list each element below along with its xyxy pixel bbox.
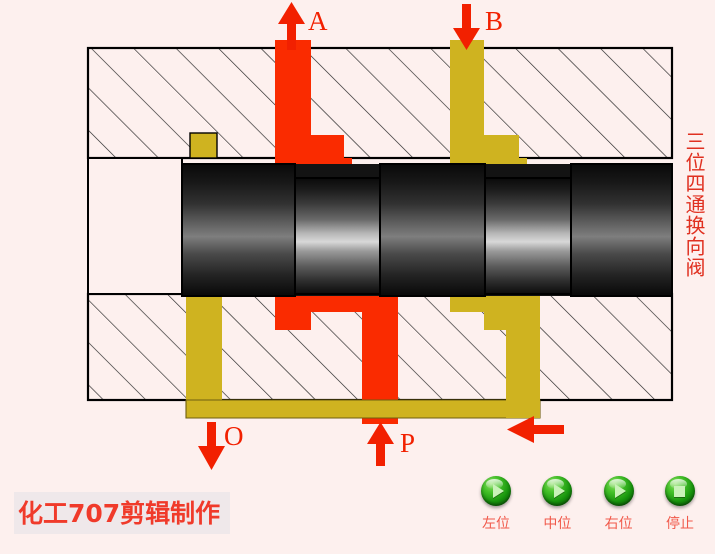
left-bore-chamber [87,157,183,295]
playback-controls: 左位 中位 右位 停止 [470,476,706,548]
button-stop[interactable]: 停止 [654,476,706,533]
play-icon [615,484,627,498]
port-b-arrow [453,4,480,50]
play-icon [553,484,565,498]
pressure-fluid-channels [275,40,398,424]
stop-label: 停止 [665,516,694,532]
port-label-p: P [400,428,416,458]
play-icon [492,484,504,498]
valve-title-vertical: 三位四通换向阀 [682,131,706,278]
port-a-arrow [278,2,305,50]
port-label-b: B [485,6,504,36]
button-right-position[interactable]: 右位 [593,476,645,533]
stop-icon [674,485,686,497]
port-p-arrow [367,422,394,466]
watermark-text: 化工707剪辑制作 [14,492,231,534]
return-line-arrow [507,416,564,443]
port-label-a: A [308,6,328,36]
right-position-label: 右位 [604,516,633,532]
right-position-orb[interactable] [603,476,634,506]
valve-body-upper [86,46,674,160]
center-position-label: 中位 [543,516,572,532]
port-o-arrow [198,422,225,470]
valve-spool [181,163,673,297]
left-position-orb[interactable] [481,476,511,506]
center-position-orb[interactable] [542,476,573,506]
port-label-o: O [224,421,244,451]
left-position-label: 左位 [482,516,510,532]
stop-orb[interactable] [664,476,695,506]
button-left-position[interactable]: 左位 [470,476,522,533]
button-center-position[interactable]: 中位 [531,476,583,533]
